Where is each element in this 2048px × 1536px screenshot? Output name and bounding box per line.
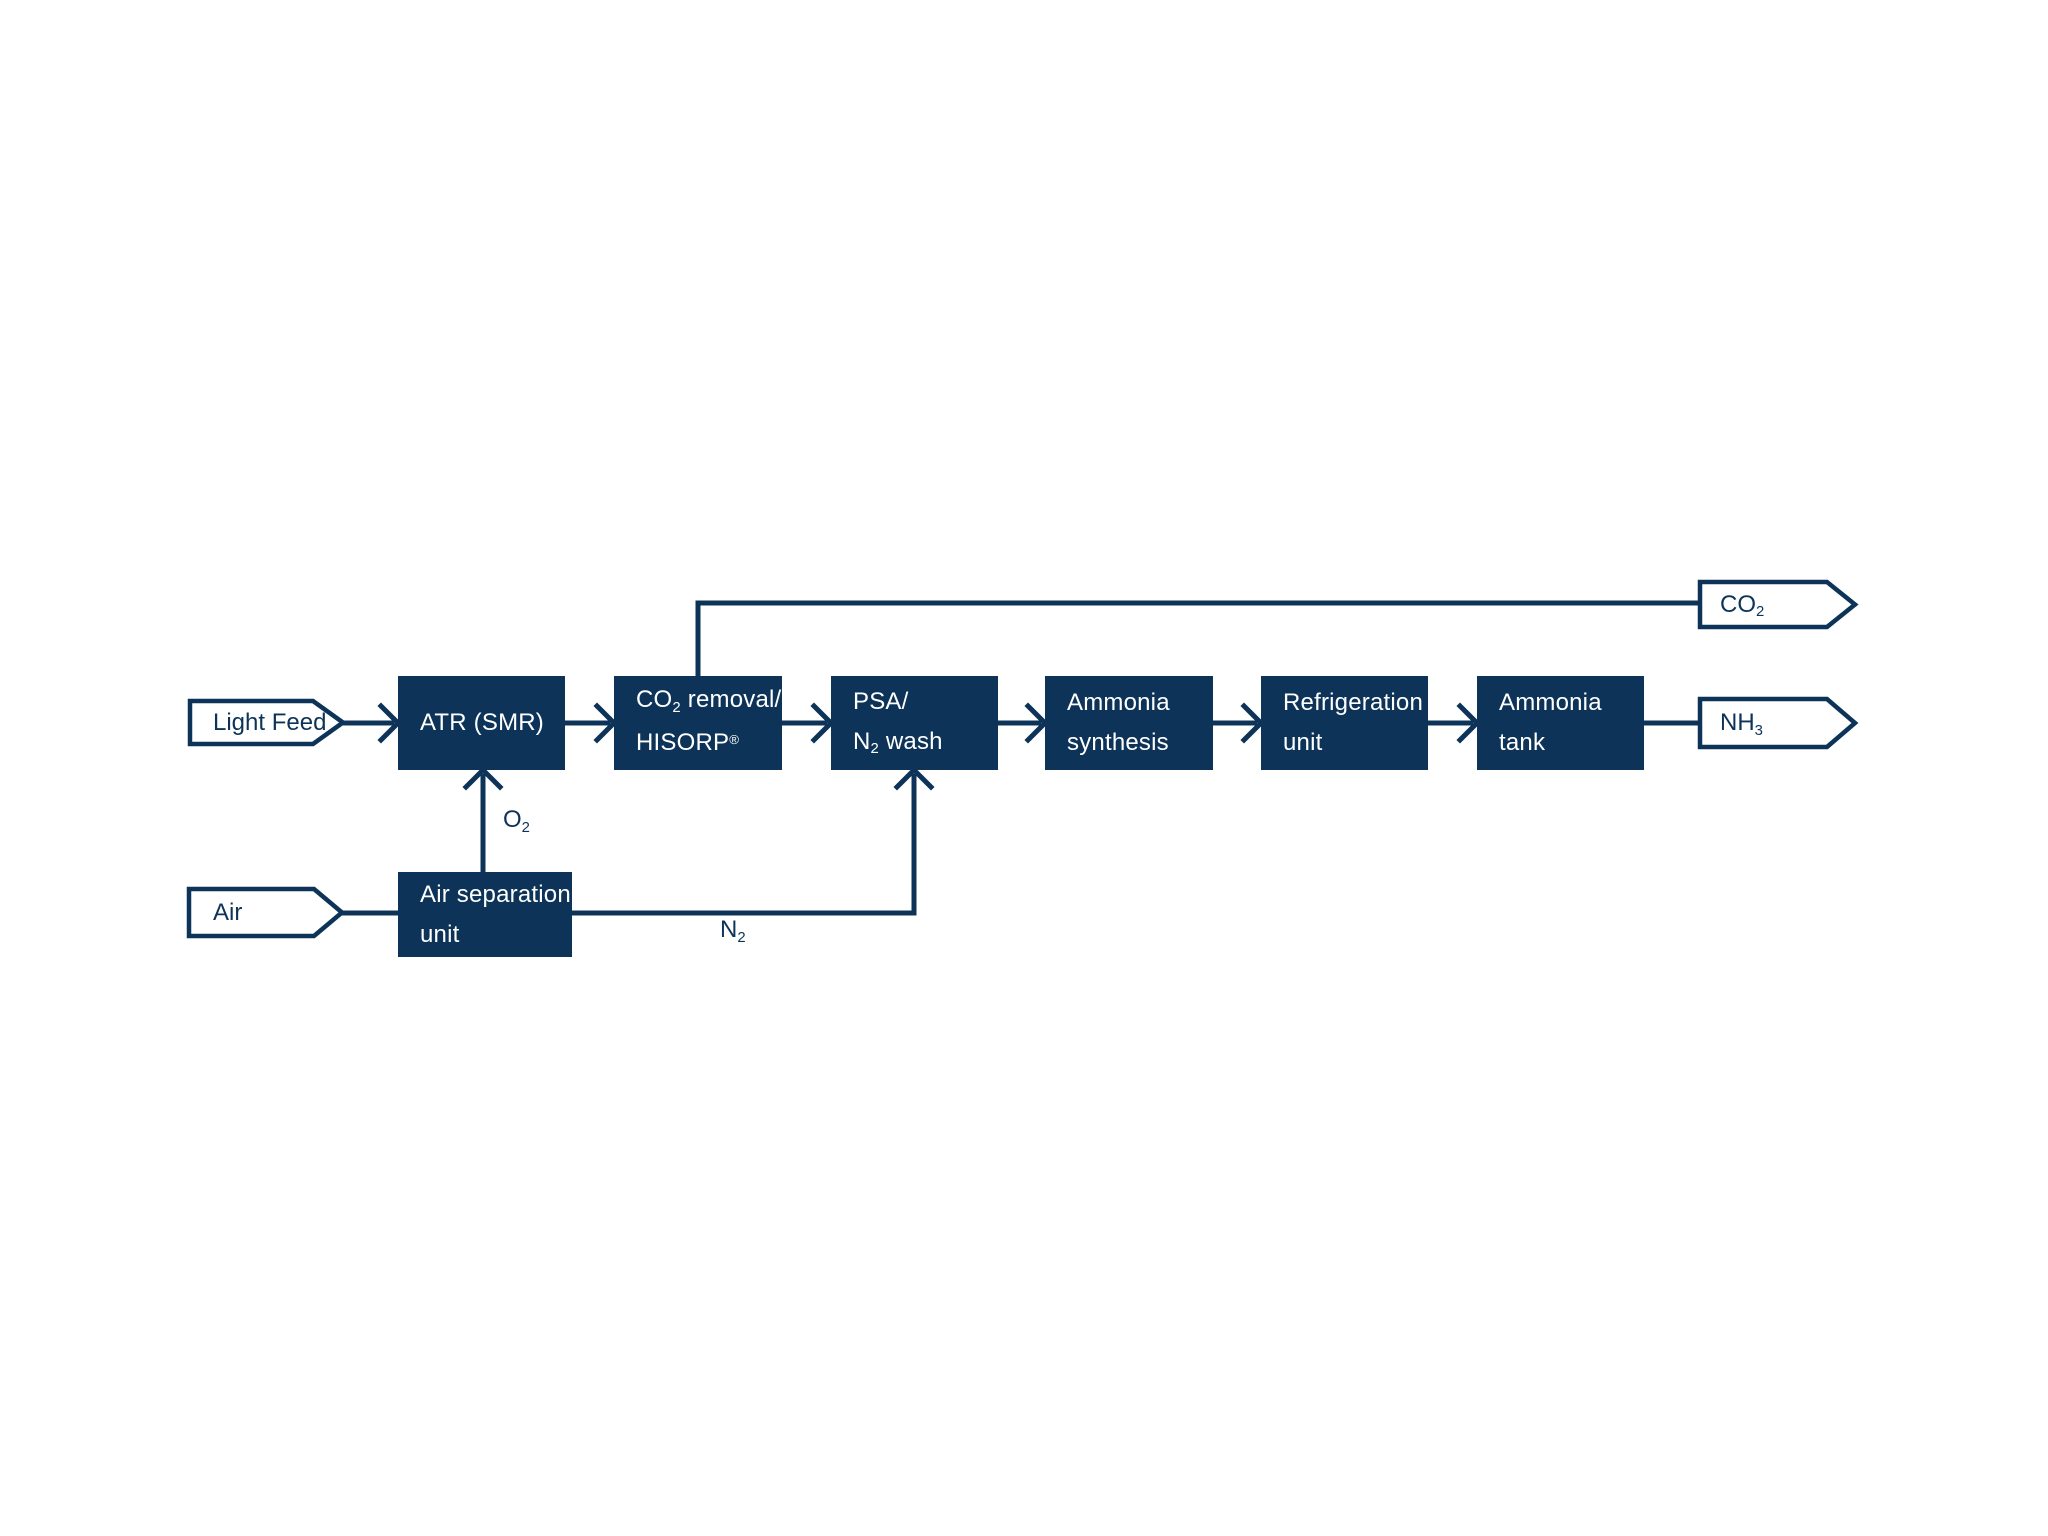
process-box-atr-smr: ATR (SMR) — [398, 676, 565, 770]
process-box-label: N2 wash — [853, 727, 943, 758]
o2-stream-label: O2 — [503, 806, 530, 836]
co2-output-pentagon — [1697, 579, 1859, 630]
n2-stream-line — [572, 774, 917, 916]
process-box-psa-n2-wash: PSA/ N2 wash — [831, 676, 998, 770]
process-box-label: HISORP® — [636, 729, 740, 756]
air-text: Air — [213, 898, 243, 926]
light-feed-text: Light Feed — [213, 708, 327, 736]
process-box-label: Ammonia — [1499, 689, 1602, 716]
process-box-label: CO2 removal/ — [636, 686, 782, 716]
nh3-text: NH3 — [1720, 709, 1763, 739]
arrowhead-o2-to-atr — [462, 766, 504, 791]
process-box-air-separation-unit: Air separation unit — [398, 872, 572, 957]
process-box-label: Refrigeration — [1283, 689, 1424, 716]
process-box-label: PSA/ — [853, 687, 909, 715]
process-box-label: ATR (SMR) — [420, 709, 545, 736]
process-box-refrigeration-unit: Refrigeration unit — [1261, 676, 1428, 770]
process-box-label: synthesis — [1067, 729, 1169, 756]
process-box-co2-removal-hisorp: CO2 removal/ HISORP® — [614, 676, 782, 770]
light-feed-input-label: Light Feed — [190, 701, 326, 744]
process-box-label: tank — [1499, 729, 1546, 756]
air-input-label: Air — [189, 889, 314, 936]
light-feed-input-pentagon — [187, 698, 347, 747]
n2-stream-label: N2 — [720, 916, 746, 946]
co2-stream-line — [695, 600, 1700, 678]
process-box-label: Ammonia — [1067, 689, 1170, 716]
arrowhead-n2-to-psa — [893, 766, 935, 791]
nh3-output-label: NH3 — [1700, 699, 1827, 747]
process-box-label: unit — [420, 920, 460, 948]
process-box-ammonia-tank: Ammonia tank — [1477, 676, 1644, 770]
process-box-ammonia-synthesis: Ammonia synthesis — [1045, 676, 1213, 770]
co2-output-label: CO2 — [1700, 582, 1827, 627]
process-box-label: unit — [1283, 729, 1323, 756]
nh3-output-pentagon — [1697, 696, 1859, 750]
process-box-label: Air separation — [420, 880, 571, 908]
air-input-pentagon — [186, 886, 346, 939]
co2-text: CO2 — [1720, 590, 1765, 621]
